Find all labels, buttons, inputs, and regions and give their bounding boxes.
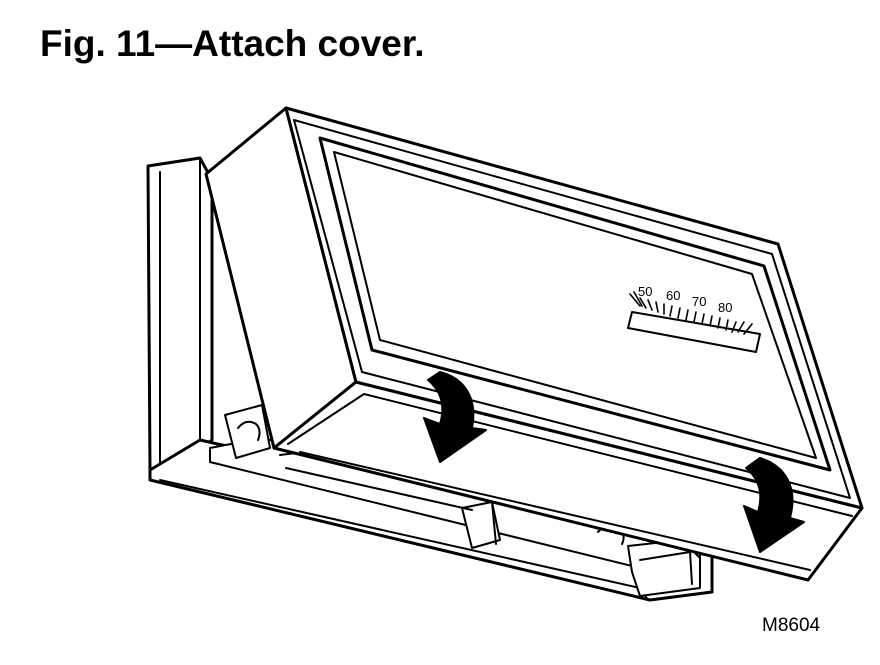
scale-bar bbox=[627, 311, 761, 353]
figure-title: Fig. 11—Attach cover. bbox=[40, 23, 425, 64]
scale-label-70: 70 bbox=[692, 294, 706, 309]
subbase-left-cradle bbox=[224, 404, 271, 459]
thermostat-cover bbox=[204, 106, 864, 582]
cover-window bbox=[333, 151, 817, 459]
subbase-mount-tab bbox=[461, 501, 501, 549]
temperature-scale: 50 60 70 80 bbox=[627, 284, 761, 353]
scale-label-50: 50 bbox=[638, 284, 652, 299]
scale-label-60: 60 bbox=[666, 288, 680, 303]
scale-ticks bbox=[629, 291, 753, 335]
curved-arrow-down-icon bbox=[423, 371, 487, 463]
subbase-left-flange bbox=[146, 156, 214, 482]
curved-arrow-down-icon bbox=[743, 457, 805, 553]
model-code: M8604 bbox=[762, 615, 821, 636]
scale-label-80: 80 bbox=[718, 300, 732, 315]
